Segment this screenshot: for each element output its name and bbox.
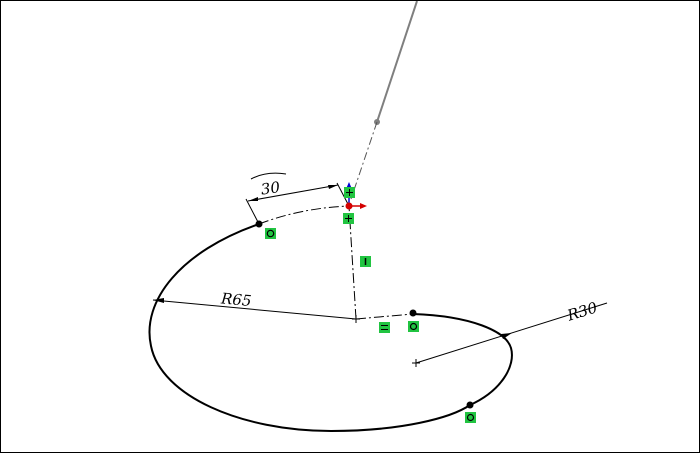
dimension-r30[interactable]: R30 — [564, 298, 600, 325]
arrowhead-angle-left — [248, 197, 258, 201]
arrowhead-r30 — [501, 333, 512, 339]
relation-badge-tangent-left[interactable]: ◌ — [265, 1, 309, 239]
sketch-profile-ellipse-like[interactable] — [148, 223, 513, 433]
sketch-point-right-bottom[interactable] — [466, 401, 474, 409]
relation-badge-parallel[interactable] — [379, 322, 390, 333]
arrowhead-r65 — [153, 298, 164, 303]
angle-extension-left[interactable] — [245, 198, 260, 225]
centerline-vertical[interactable] — [348, 205, 357, 320]
angle-symbol-arc — [250, 172, 287, 180]
sketch-point-right-top[interactable] — [409, 309, 417, 317]
construction-line-top[interactable] — [376, 1, 418, 123]
construction-arc-top[interactable] — [258, 205, 350, 225]
arrowhead-angle-right — [328, 185, 338, 189]
construction-line-dashed[interactable] — [350, 121, 378, 200]
relation-badge-coincident-bottom[interactable] — [343, 213, 354, 224]
dimension-angle[interactable]: 30 — [260, 178, 282, 199]
angle-extension-right[interactable] — [336, 182, 350, 207]
relation-badge-vertical[interactable] — [360, 256, 371, 267]
dimension-line-r65[interactable] — [152, 299, 357, 320]
dimension-line-r30[interactable] — [415, 302, 608, 364]
centerline-horizontal[interactable] — [355, 313, 414, 320]
dimension-r65[interactable]: R65 — [219, 289, 252, 310]
angle-dimension-line[interactable] — [247, 184, 339, 202]
relation-badge-coincident-top[interactable] — [344, 187, 355, 198]
relation-badge-tangent-right-top[interactable] — [408, 321, 419, 332]
relation-badge-tangent-right-bottom[interactable] — [465, 412, 476, 423]
